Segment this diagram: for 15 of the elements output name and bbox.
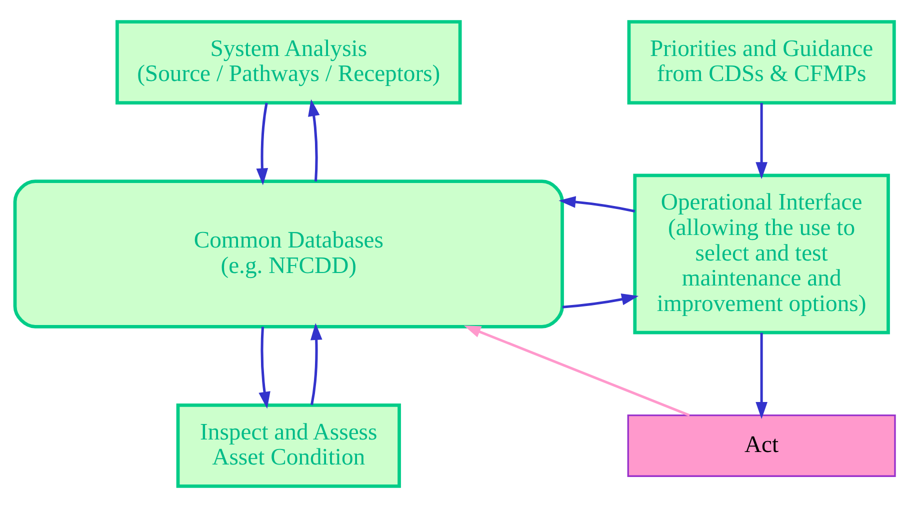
arrow (464, 325, 690, 416)
node-box: Priorities and Guidance from CDSs & CFMPs (627, 20, 896, 105)
arrow (256, 102, 268, 186)
arrow (558, 196, 636, 212)
arrow (258, 326, 270, 409)
node-box: Operational Interface (allowing the use to select and test maintenance and improvement options) (633, 174, 890, 334)
node-box: Common Databases (e.g. NFCDD) (13, 180, 564, 328)
node-box: Act (627, 414, 896, 477)
arrow (308, 99, 320, 182)
arrow (310, 323, 322, 406)
arrow (756, 332, 768, 419)
arrow (562, 294, 639, 308)
arrow (756, 103, 768, 180)
node-box: System Analysis (Source / Pathways / Receptors) (116, 20, 462, 105)
node-box: Inspect and Assess Asset Condition (176, 403, 401, 488)
